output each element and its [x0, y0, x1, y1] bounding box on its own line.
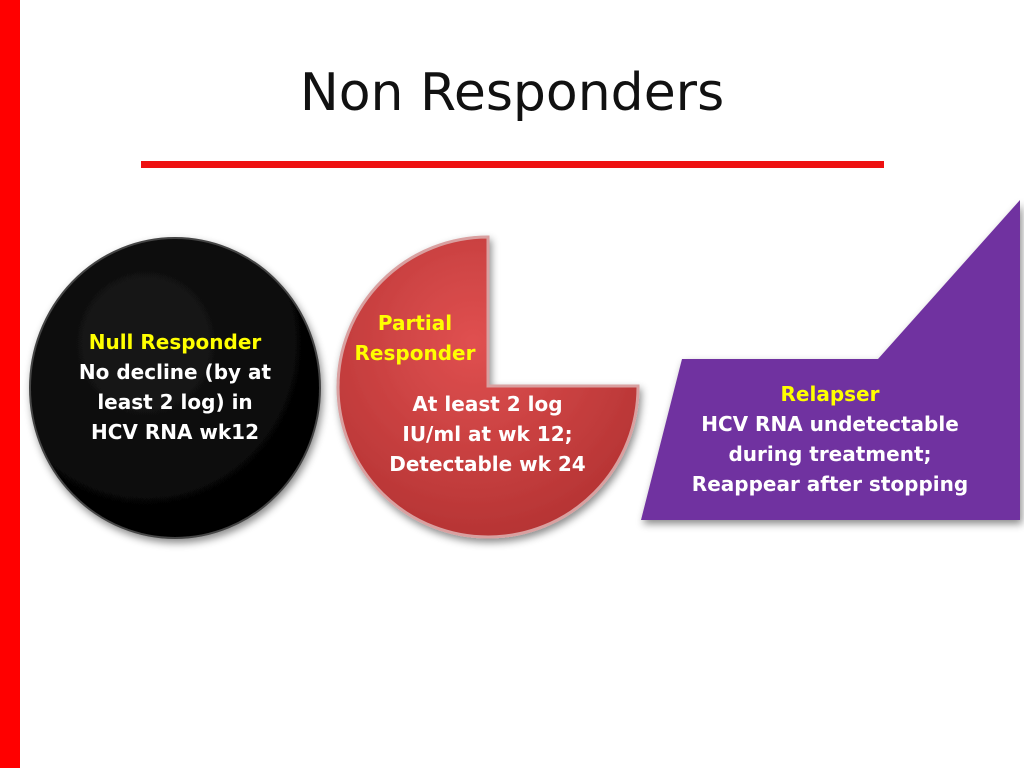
partial-responder-heading-line: Partial: [377, 311, 453, 335]
relapser-line: HCV RNA undetectable: [701, 412, 959, 436]
null-responder-line: No decline (by at: [78, 360, 272, 384]
partial-responder-line: Detectable wk 24: [389, 452, 586, 476]
partial-responder-line: IU/ml at wk 12;: [402, 422, 573, 446]
null-responder-line: HCV RNA wk12: [90, 420, 260, 444]
null-responder-circle: [29, 237, 321, 539]
partial-responder-line: At least 2 log: [412, 392, 563, 416]
null-responder-text: Null Responder No decline (by at least 2…: [55, 327, 295, 447]
page-title: Non Responders: [299, 63, 725, 123]
relapser-line: Reappear after stopping: [691, 472, 969, 496]
null-responder-line: least 2 log) in: [97, 390, 253, 414]
title-underline: [141, 161, 884, 168]
partial-responder-text: At least 2 log IU/ml at wk 12; Detectabl…: [380, 389, 595, 479]
partial-responder-pie: [336, 235, 640, 539]
relapser-text: Relapser HCV RNA undetectable during tre…: [680, 379, 980, 499]
partial-responder-heading-line: Responder: [354, 341, 476, 365]
partial-responder-heading: Partial Responder: [345, 308, 485, 368]
relapser-shape: [641, 200, 1020, 520]
relapser-heading: Relapser: [780, 382, 880, 406]
relapser-line: during treatment;: [728, 442, 932, 466]
null-responder-heading: Null Responder: [88, 330, 262, 354]
left-accent-bar: [0, 0, 20, 768]
